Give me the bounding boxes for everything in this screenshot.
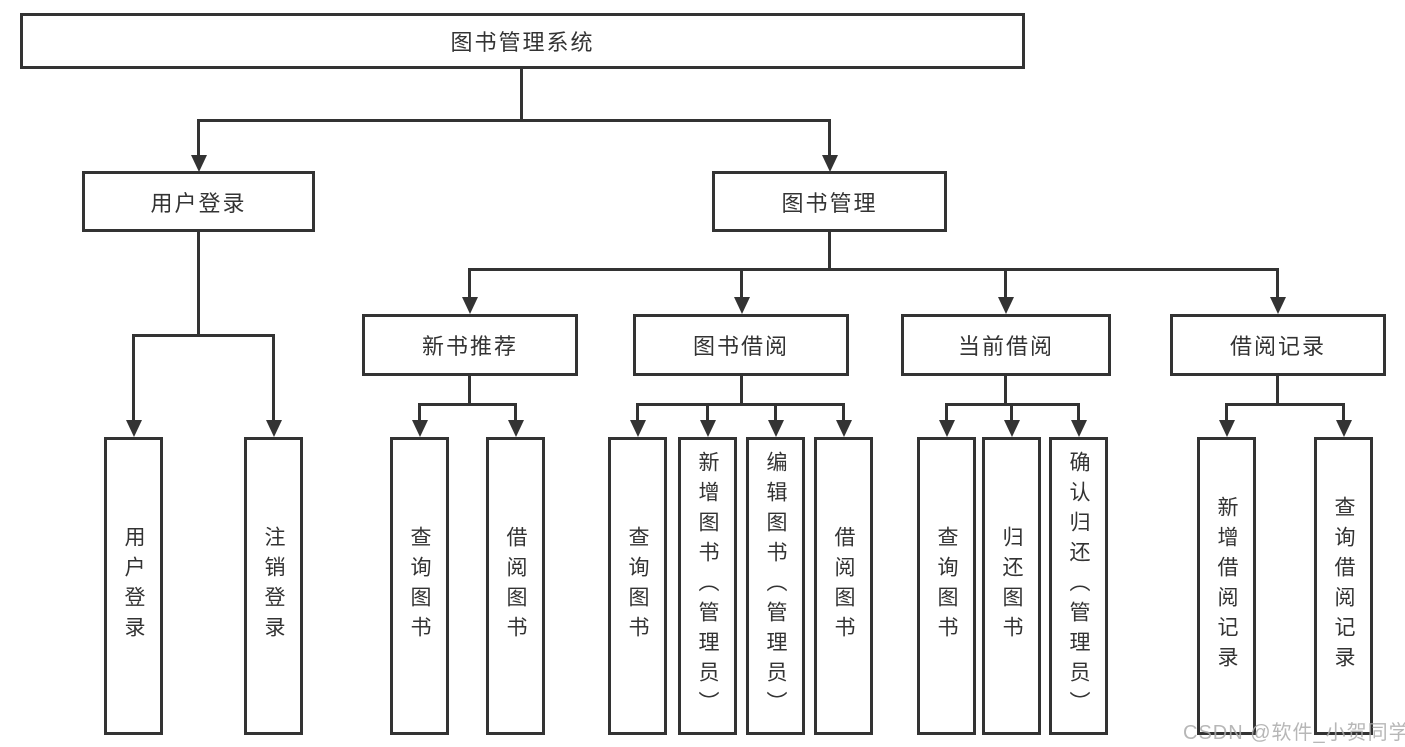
node-current-borrow: 当前借阅 <box>901 314 1111 376</box>
node-label: 借阅图书 <box>504 526 527 646</box>
node-book-borrow: 图书借阅 <box>633 314 849 376</box>
node-label: 图书借阅 <box>692 334 789 359</box>
arrow-down-icon <box>1225 403 1228 420</box>
node-book-management: 图书管理 <box>712 171 947 232</box>
node-label: 用户登录 <box>150 190 247 216</box>
node-leaf-confirm-return-admin: 确认归还（管理员） <box>1049 437 1108 735</box>
connector-rail <box>1225 403 1345 406</box>
arrow-down-icon <box>468 268 471 297</box>
arrow-down-icon <box>842 403 845 420</box>
node-label: 注销登录 <box>262 526 285 646</box>
arrow-down-icon <box>1004 268 1007 297</box>
node-label: 当前借阅 <box>957 334 1054 359</box>
connector-level1-rail <box>197 119 831 122</box>
node-leaf-query-book: 查询图书 <box>917 437 976 735</box>
connector-stub <box>1004 374 1007 406</box>
node-leaf-query-book: 查询图书 <box>608 437 667 735</box>
arrow-down-icon <box>740 268 743 297</box>
arrow-down-icon <box>1276 268 1279 297</box>
connector-root-stub <box>520 67 523 122</box>
node-label: 新增图书（管理员） <box>696 451 719 721</box>
arrow-down-icon <box>418 403 421 420</box>
arrow-down-icon <box>514 403 517 420</box>
node-label: 新增借阅记录 <box>1215 496 1238 676</box>
node-leaf-borrow-book: 借阅图书 <box>814 437 873 735</box>
connector-rail <box>418 403 517 406</box>
node-leaf-borrow-book: 借阅图书 <box>486 437 545 735</box>
node-leaf-user-login: 用户登录 <box>104 437 163 735</box>
arrow-down-icon <box>132 334 135 420</box>
connector-user-login-rail <box>132 334 275 337</box>
node-label: 用户登录 <box>122 526 145 646</box>
connector-stub <box>1276 374 1279 406</box>
node-root-label: 图书管理系统 <box>450 30 595 55</box>
node-label: 查询借阅记录 <box>1332 496 1355 676</box>
arrow-down-icon <box>828 119 831 155</box>
arrow-down-icon <box>1077 403 1080 420</box>
node-borrow-record: 借阅记录 <box>1170 314 1386 376</box>
node-leaf-return-book: 归还图书 <box>982 437 1041 735</box>
connector-stub <box>740 374 743 406</box>
connector-level2-rail <box>468 268 1279 271</box>
node-label: 归还图书 <box>1000 526 1023 646</box>
node-root: 图书管理系统 <box>20 13 1025 69</box>
node-label: 编辑图书（管理员） <box>764 451 787 721</box>
node-label: 图书管理 <box>781 190 878 216</box>
connector-rail <box>636 403 845 406</box>
arrow-down-icon <box>706 403 709 420</box>
arrow-down-icon <box>774 403 777 420</box>
node-leaf-logout: 注销登录 <box>244 437 303 735</box>
arrow-down-icon <box>945 403 948 420</box>
node-leaf-query-borrow-record: 查询借阅记录 <box>1314 437 1373 735</box>
node-label: 查询图书 <box>408 526 431 646</box>
arrow-down-icon <box>1342 403 1345 420</box>
node-user-login: 用户登录 <box>82 171 315 232</box>
node-label: 确认归还（管理员） <box>1067 451 1090 721</box>
node-label: 新书推荐 <box>421 334 518 359</box>
arrow-down-icon <box>197 119 200 155</box>
connector-book-mgmt-stub <box>828 230 831 271</box>
watermark: CSDN @软件_小贺同学 <box>1183 722 1405 744</box>
arrow-down-icon <box>1010 403 1013 420</box>
node-leaf-add-borrow-record: 新增借阅记录 <box>1197 437 1256 735</box>
node-label: 查询图书 <box>935 526 958 646</box>
node-leaf-edit-book-admin: 编辑图书（管理员） <box>746 437 805 735</box>
node-label: 借阅记录 <box>1229 334 1326 359</box>
arrow-down-icon <box>272 334 275 420</box>
connector-user-login-stub <box>197 230 200 337</box>
connector-stub <box>468 374 471 406</box>
node-leaf-query-book: 查询图书 <box>390 437 449 735</box>
node-new-book-recommend: 新书推荐 <box>362 314 578 376</box>
node-label: 查询图书 <box>626 526 649 646</box>
node-label: 借阅图书 <box>832 526 855 646</box>
arrow-down-icon <box>636 403 639 420</box>
node-leaf-add-book-admin: 新增图书（管理员） <box>678 437 737 735</box>
